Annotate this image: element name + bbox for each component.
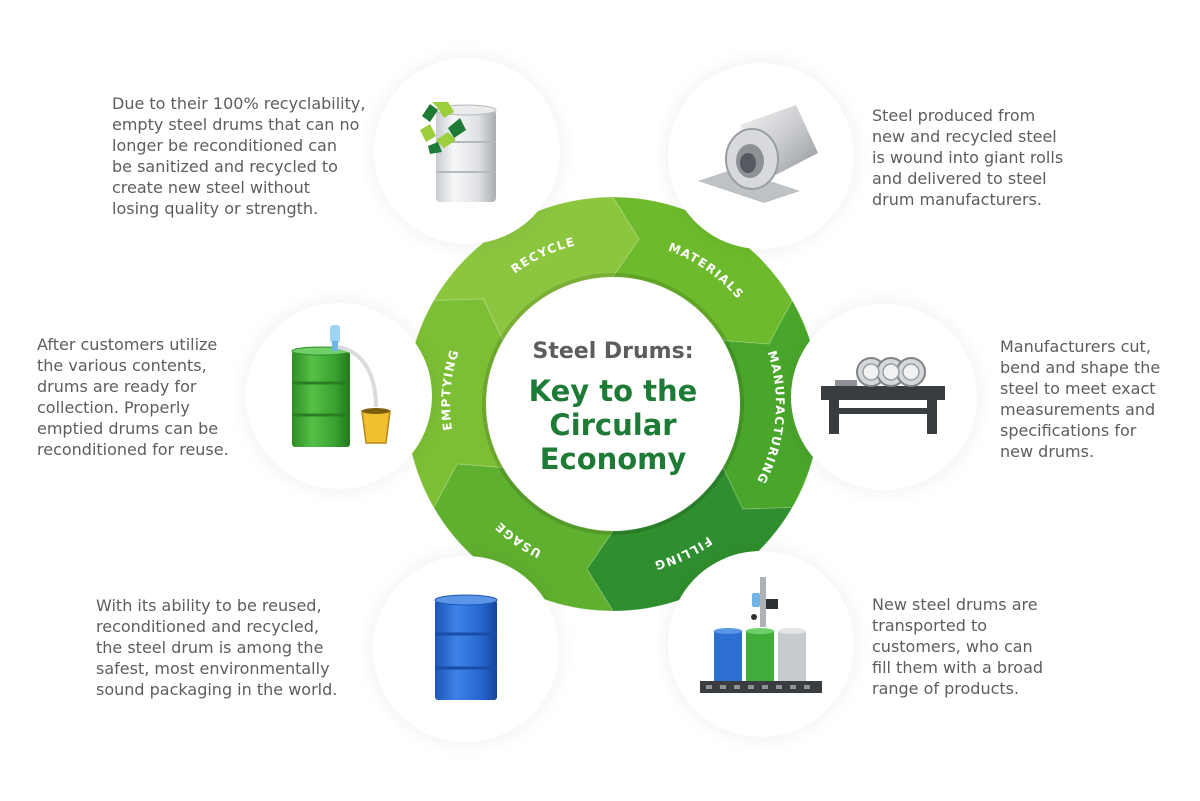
blue-drum-icon [434,594,498,700]
recycle-stage-circle [374,58,560,244]
filling-description: New steel drums are transported to custo… [872,595,1044,698]
title-line-3: Circular [549,408,677,442]
usage-description: With its ability to be reused, reconditi… [96,596,338,699]
manufacturing-stage-circle [791,304,977,490]
filling-station-icon [700,577,822,693]
cycle-ring [405,196,821,612]
title-line-1: Steel Drums: [533,339,694,364]
emptying-drum-icon [291,325,391,447]
filling-stage-circle [668,551,854,737]
title-line-2: Key to the [529,374,698,408]
title-line-4: Economy [540,442,687,476]
center-circle [500,291,726,517]
materials-stage-circle [668,63,854,249]
materials-description: Steel produced from new and recycled ste… [872,106,1064,209]
cycle-segment-usage [433,463,614,612]
ring-inner-edge [482,273,744,535]
emptying-stage-circle [246,303,432,489]
manufacturing-table-icon [821,357,945,434]
recycle-description: Due to their 100% recyclability, empty s… [112,94,366,218]
emptying-description: After customers utilize the various cont… [37,335,229,459]
steel-roll-icon [698,105,818,203]
recycle-drum-icon [420,102,497,202]
usage-stage-circle [373,556,559,742]
manufacturing-description: Manufacturers cut, bend and shape the st… [1000,337,1161,461]
